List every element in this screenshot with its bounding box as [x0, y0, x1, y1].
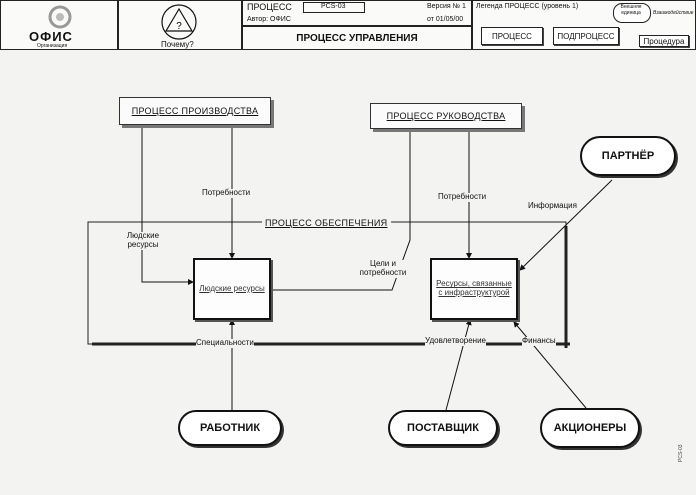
process-code: PCS-03	[321, 3, 346, 10]
finance-label: Финансы	[522, 336, 556, 346]
version-label: Версия № 1	[427, 3, 466, 10]
needs-label-management: Потребности	[438, 192, 487, 202]
needs-label-production: Потребности	[202, 188, 251, 198]
supplier-oval[interactable]: ПОСТАВЩИК	[388, 410, 498, 446]
management-process-box[interactable]: ПРОЦЕСС РУКОВОДСТВА	[370, 103, 522, 129]
information-label: Информация	[528, 201, 577, 211]
legend-cell: Легенда ПРОЦЕСС (уровень 1) Внешняя един…	[472, 0, 696, 50]
human-resources-box[interactable]: Людские ресурсы	[193, 258, 271, 320]
external-unit-oval	[613, 3, 651, 23]
logo-subtext: Организация	[37, 43, 68, 49]
logo-text: ОФИС	[29, 29, 73, 44]
specialties-label: Специальности	[196, 338, 254, 348]
partner-oval[interactable]: ПАРТНЁР	[580, 136, 676, 176]
satisfaction-label: Удовлетворение	[425, 336, 486, 346]
process-info-cell: ПРОЦЕСС PCS-03 Версия № 1 Автор: ОФИС от…	[242, 0, 472, 26]
production-process-box[interactable]: ПРОЦЕСС ПРОИЗВОДСТВА	[119, 97, 271, 125]
legend-label: Легенда ПРОЦЕСС (уровень 1)	[476, 3, 579, 10]
svg-text:?: ?	[176, 21, 182, 32]
why-label: Почему?	[161, 40, 194, 49]
title-cell: ПРОЦЕСС УПРАВЛЕНИЯ	[242, 26, 472, 50]
legend-process-button[interactable]: ПРОЦЕСС	[481, 27, 543, 45]
why-cell[interactable]: ? Почему?	[118, 0, 242, 50]
infrastructure-resources-box[interactable]: Ресурсы, связанные с инфраструктурой	[430, 258, 518, 320]
logo-icon	[48, 5, 72, 29]
side-code-label: PCS-03	[678, 444, 684, 462]
why-triangle-icon: ?	[161, 4, 197, 40]
worker-oval[interactable]: РАБОТНИК	[178, 410, 282, 446]
interaction-label: Взаимодействие	[653, 10, 694, 16]
legend-subprocess-button[interactable]: ПОДПРОЦЕСС	[553, 27, 619, 45]
author-label: Автор: ОФИС	[247, 16, 291, 23]
process-code-box	[303, 2, 365, 13]
goals-and-needs-label: Цели и потребности	[352, 259, 414, 278]
legend-procedure-button[interactable]: Процедура	[639, 35, 689, 47]
page-title: ПРОЦЕСС УПРАВЛЕНИЯ	[296, 32, 418, 44]
shareholders-oval[interactable]: АКЦИОНЕРЫ	[540, 408, 640, 448]
date-label: от 01/05/00	[427, 16, 464, 23]
header-logo-cell: ОФИС Организация	[0, 0, 118, 50]
human-resources-label: Людские ресурсы	[118, 231, 168, 250]
external-unit-label: Внешняя единица	[620, 4, 642, 16]
process-label: ПРОЦЕСС	[247, 2, 292, 12]
support-process-label: ПРОЦЕСС ОБЕСПЕЧЕНИЯ	[262, 218, 391, 228]
